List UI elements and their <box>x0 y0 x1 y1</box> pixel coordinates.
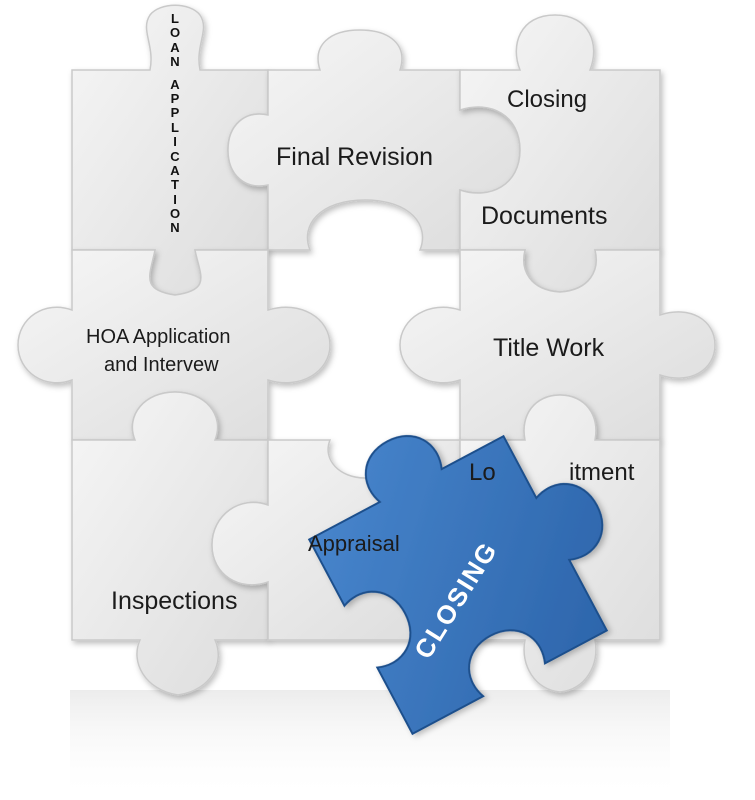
vertical-letter: P <box>170 90 180 106</box>
vertical-letter: A <box>170 39 180 55</box>
closing-puzzle-piece <box>307 434 609 736</box>
vertical-letter: N <box>170 54 180 70</box>
title-work-label: Title Work <box>493 334 605 362</box>
vertical-letter: T <box>171 177 179 193</box>
vertical-letter: I <box>173 191 177 207</box>
vertical-letter: O <box>169 206 181 222</box>
closing-label: Closing <box>507 86 588 113</box>
hoa-label-line1: HOA Application <box>86 326 231 348</box>
vertical-letter: C <box>170 148 180 164</box>
final-revision-label: Final Revision <box>276 143 434 171</box>
loan-commitment-label: Lo itment <box>469 459 635 486</box>
vertical-letter: I <box>173 134 177 150</box>
floor-reflection <box>70 690 670 800</box>
vertical-letter: N <box>170 220 180 236</box>
vertical-letter: L <box>171 11 179 26</box>
vertical-letter: O <box>169 25 181 41</box>
appraisal-label: Appraisal <box>308 531 400 556</box>
vertical-letter: A <box>170 162 180 178</box>
hoa-label-line2: and Intervew <box>104 354 219 376</box>
inspections-label: Inspections <box>111 587 238 615</box>
documents-label: Documents <box>481 202 608 230</box>
vertical-letter: L <box>171 119 179 135</box>
vertical-letter: A <box>170 76 180 92</box>
vertical-letter: P <box>170 105 180 121</box>
